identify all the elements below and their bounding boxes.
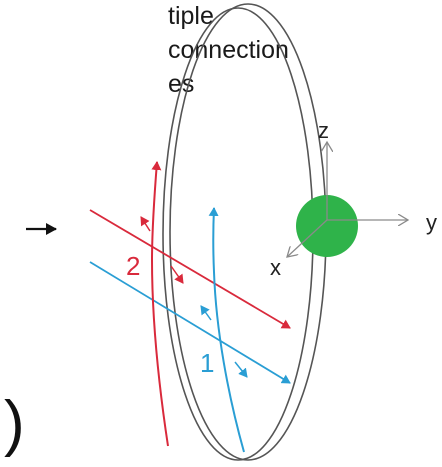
blue-small-arrow-up <box>200 305 212 321</box>
green-sphere <box>296 195 358 257</box>
red-small-arrow-up <box>140 216 151 232</box>
y-axis-label: y <box>426 210 437 235</box>
blue-diagonal-line <box>89 261 291 384</box>
bracket-glyph: ) <box>4 389 25 458</box>
caption-line-1: tiple <box>168 2 214 30</box>
z-axis-label: z <box>318 118 329 143</box>
x-axis-label: x <box>270 255 281 280</box>
blue-vertical-curve <box>208 207 245 453</box>
red-vertical-curve <box>150 161 169 447</box>
red-diagonal-line <box>89 209 291 329</box>
caption-line-2: connection <box>168 36 289 64</box>
crossing-label-1: 1 <box>200 348 214 378</box>
crossing-label-2: 2 <box>126 251 140 281</box>
red-small-arrow-down <box>170 265 184 284</box>
blue-small-arrow-down <box>234 361 248 378</box>
x-axis <box>287 219 328 257</box>
